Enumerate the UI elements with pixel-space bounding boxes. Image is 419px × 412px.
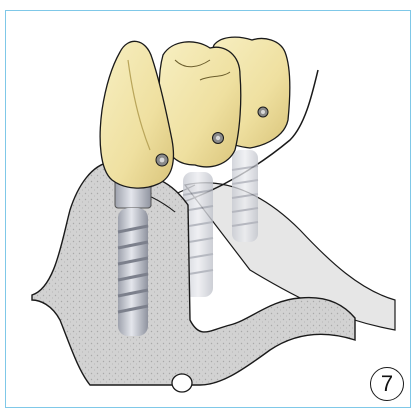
step-number-badge: 7 bbox=[370, 367, 404, 401]
implant-front bbox=[115, 180, 151, 336]
implant-back-2 bbox=[232, 150, 258, 242]
canal-hole-icon bbox=[172, 374, 192, 392]
step-number-label: 7 bbox=[381, 371, 393, 397]
